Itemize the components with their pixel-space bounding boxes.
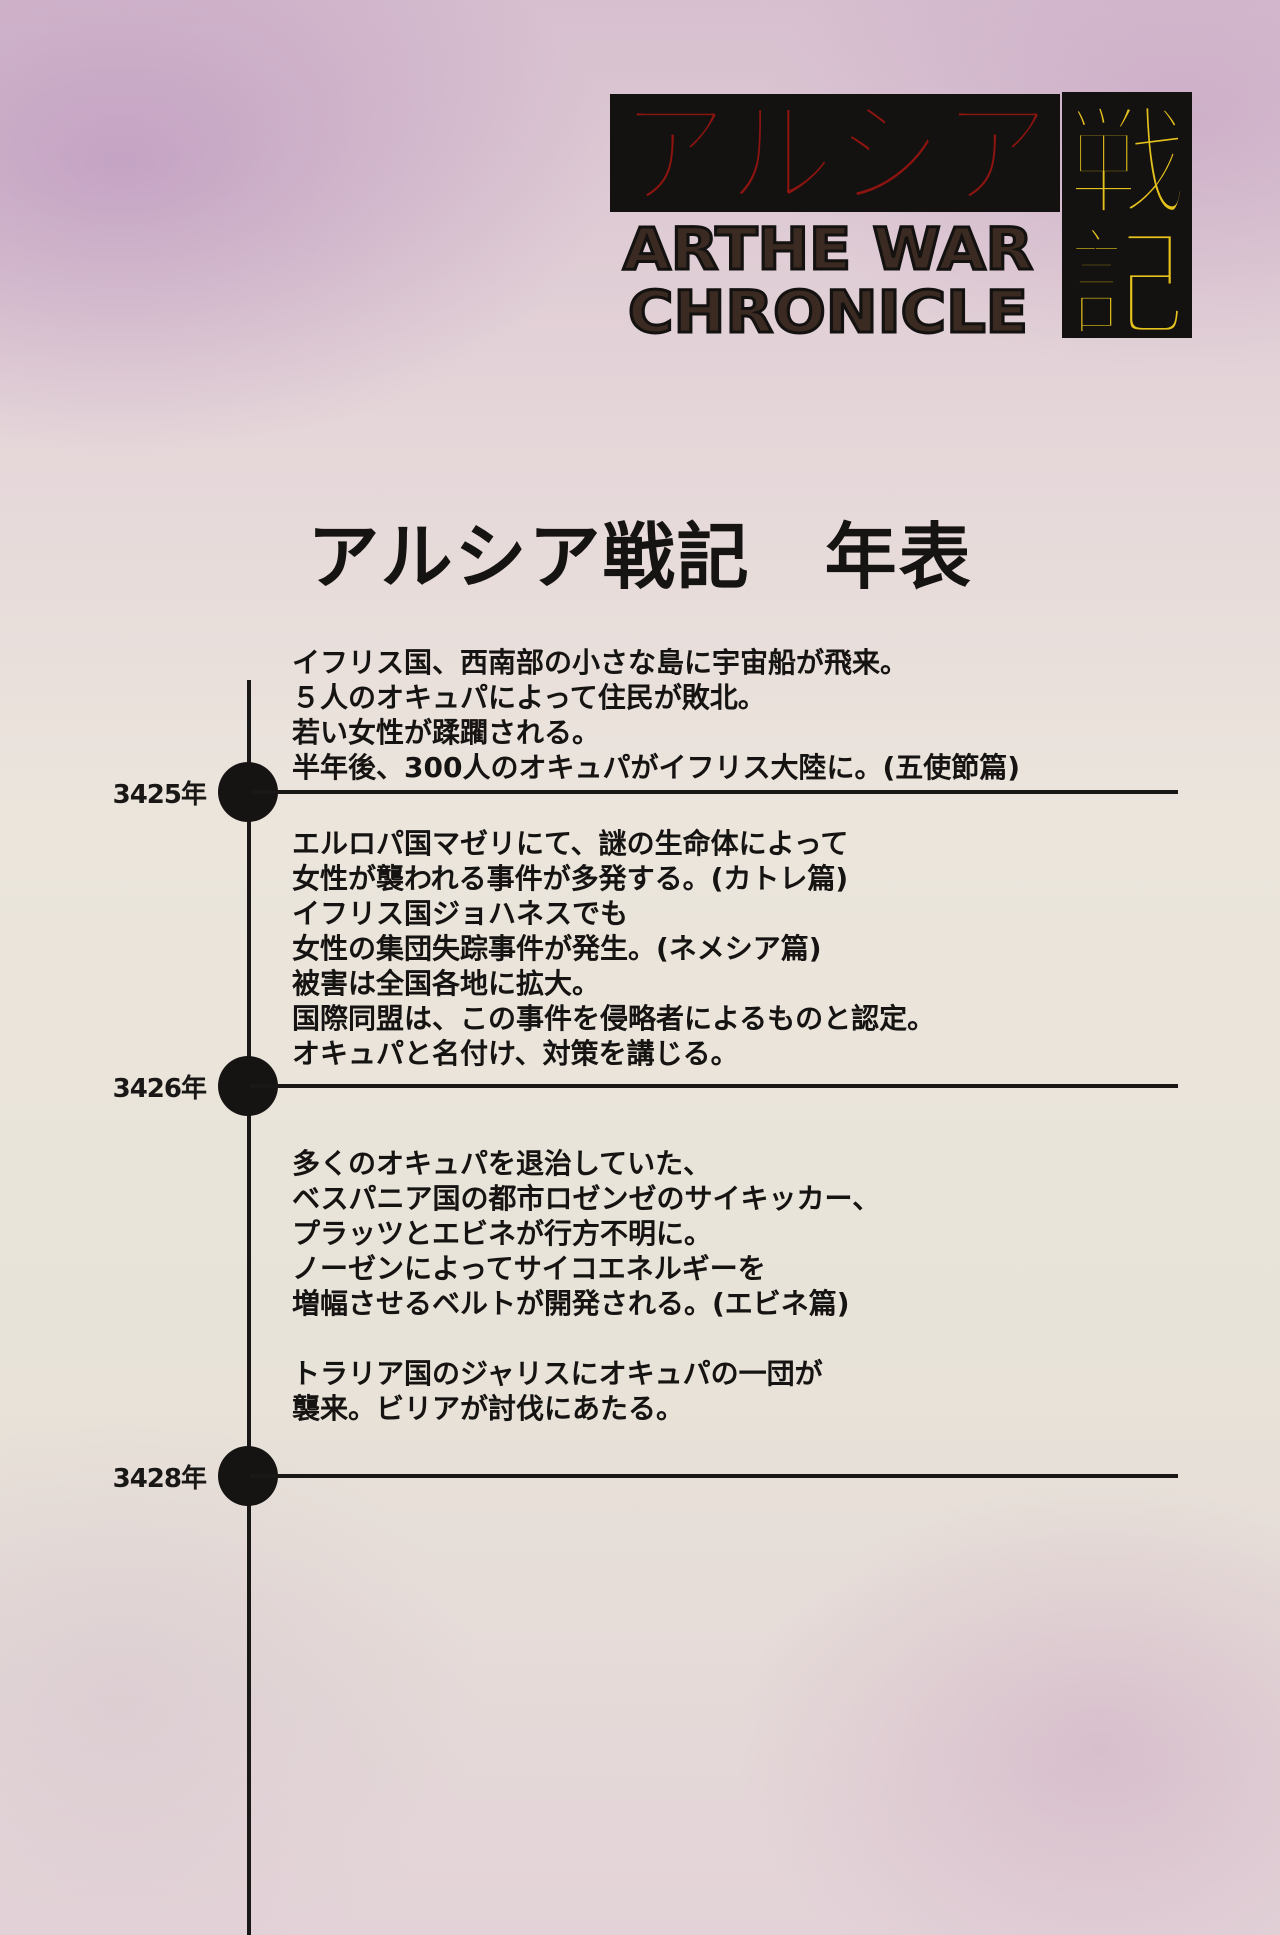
event-line: ベスパニア国の都市ロゼンゼのサイキッカー、 [292,1182,881,1215]
event-line: 多くのオキュパを退治していた、 [292,1147,712,1180]
year-divider-line [250,790,1178,794]
logo-graphic: アルシア 戦 記 ARTHE WAR CHRONICLE [610,86,1192,346]
event-block-1: イフリス国、西南部の小さな島に宇宙船が飛来。 ５人のオキュパによって住民が敗北。… [292,645,1192,785]
year-label: 3428年 [112,1464,207,1494]
logo-kanji-backplate [1062,92,1192,338]
event-line: オキュパと名付け、対策を講じる。 [292,1037,739,1070]
logo-katakana-text: アルシア [620,86,1050,225]
event-line: プラッツとエビネが行方不明に。 [292,1217,713,1250]
timeline-year-3425: 3425年 [0,762,1280,822]
event-line: トラリア国のジャリスにオキュパの一団が [292,1357,823,1390]
logo-katakana-backplate [610,94,1060,212]
event-block-2: エルロパ国マゼリにて、謎の生命体によって 女性が襲われる事件が多発する。(カトレ… [292,826,1192,1071]
logo-kanji-bottom: 記 [1068,216,1186,346]
event-line: 増幅させるベルトが開発される。(エビネ篇) [292,1287,850,1320]
event-line: イフリス国、西南部の小さな島に宇宙船が飛来。 [292,646,909,679]
event-line: 国際同盟は、この事件を侵略者によるものと認定。 [292,1002,936,1035]
logo-english-line1: ARTHE WAR [623,215,1033,283]
event-line: ノーゼンによってサイコエネルギーを [292,1252,766,1285]
event-line: エルロパ国マゼリにて、謎の生命体によって [292,827,849,860]
paragraph-gap [292,1321,1192,1356]
timeline-year-3428: 3428年 [0,1446,1280,1506]
year-divider-line [250,1084,1178,1088]
year-label: 3426年 [112,1074,207,1104]
event-block-3: 多くのオキュパを退治していた、 ベスパニア国の都市ロゼンゼのサイキッカー、 プラ… [292,1146,1192,1426]
event-line: 被害は全国各地に拡大。 [292,967,601,1000]
logo-kanji-top: 戦 [1068,94,1186,232]
event-line: 女性が襲われる事件が多発する。(カトレ篇) [292,862,849,895]
event-line: イフリス国ジョハネスでも [292,897,629,930]
year-label: 3425年 [112,780,207,810]
logo-english-line2: CHRONICLE [628,278,1028,346]
event-line: 半年後、300人のオキュパがイフリス大陸に。(五使節篇) [292,751,1021,784]
timeline-axis [247,680,251,1935]
event-line: 襲来。ビリアが討伐にあたる。 [292,1392,685,1425]
timeline-year-3426: 3426年 [0,1056,1280,1116]
arthe-war-chronicle-logo: アルシア 戦 記 ARTHE WAR CHRONICLE [600,86,1200,346]
year-divider-line [250,1474,1178,1478]
page-title: アルシア戦記 年表 [307,514,973,599]
event-line: ５人のオキュパによって住民が敗北。 [292,681,766,714]
event-line: 女性の集団失踪事件が発生。(ネメシア篇) [292,932,822,965]
event-line: 若い女性が蹂躙される。 [292,716,601,749]
